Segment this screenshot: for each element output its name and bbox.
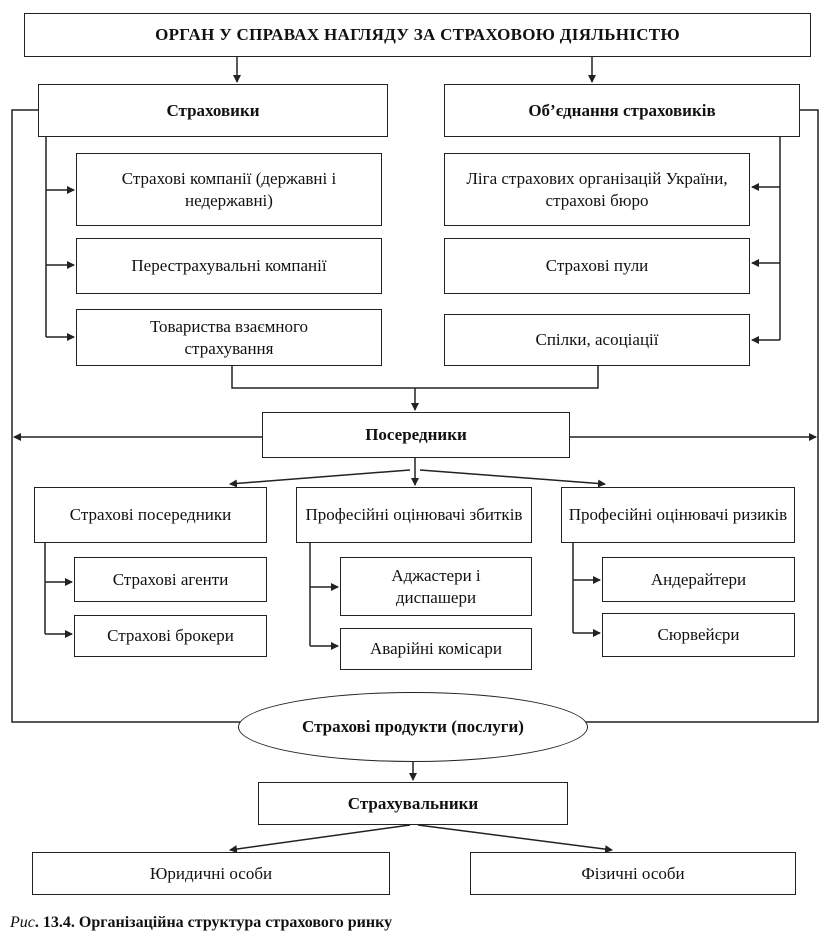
item-average-commissioners: Аварійні комісари bbox=[340, 628, 532, 670]
group-item-label: Страхові агенти bbox=[112, 569, 229, 589]
insurers-item-label: Товариства взаємного страхування bbox=[149, 316, 309, 358]
regulator-label: ОРГАН У СПРАВАХ НАГЛЯДУ ЗА СТРАХОВОЮ ДІЯ… bbox=[155, 25, 680, 44]
associations-item-pools: Страхові пули bbox=[444, 238, 750, 294]
individuals-box: Фізичні особи bbox=[470, 852, 796, 895]
caption-prefix: Рис bbox=[10, 914, 35, 931]
group-item-label: Аварійні комісари bbox=[370, 639, 502, 658]
figure-caption: Рис. 13.4. Організаційна структура страх… bbox=[10, 914, 392, 932]
group-title: Професійні оцінювачі збитків bbox=[305, 505, 523, 524]
products-label: Страхові продукти (послуги) bbox=[302, 717, 524, 736]
insurers-item-mutual: Товариства взаємного страхування bbox=[76, 309, 382, 366]
group-item-label: Аджастери і диспашери bbox=[391, 565, 481, 607]
policyholder-item-label: Фізичні особи bbox=[581, 863, 685, 883]
insurers-item-label: Перестрахувальні компанії bbox=[131, 256, 327, 275]
associations-item-label: Спілки, асоціації bbox=[535, 330, 659, 349]
insurers-item-companies: Страхові компанії (державні і недержавні… bbox=[76, 153, 382, 226]
group-item-label: Андерайтери bbox=[650, 569, 747, 589]
item-adjusters: Аджастери і диспашери bbox=[340, 557, 532, 616]
products-ellipse: Страхові продукти (послуги) bbox=[238, 692, 588, 762]
item-brokers: Страхові брокери bbox=[74, 615, 267, 657]
item-surveyors: Сюрвейєри bbox=[602, 613, 795, 657]
insurers-box: Страховики bbox=[38, 84, 388, 137]
item-agents: Страхові агенти bbox=[74, 557, 267, 602]
associations-item-unions: Спілки, асоціації bbox=[444, 314, 750, 366]
group-title: Професійні оцінювачі ризиків bbox=[568, 505, 788, 524]
caption-text: . 13.4. Організаційна структура страхово… bbox=[34, 914, 393, 931]
insurers-title: Страховики bbox=[166, 100, 260, 120]
group-loss-assessors: Професійні оцінювачі збитків bbox=[296, 487, 532, 543]
group-risk-assessors: Професійні оцінювачі ризиків bbox=[561, 487, 795, 543]
associations-title: Об’єднання страховиків bbox=[528, 100, 716, 120]
group-item-label: Страхові брокери bbox=[107, 626, 234, 645]
insurers-item-label: Страхові компанії (державні і недержавні… bbox=[121, 168, 337, 210]
intermediaries-box: Посередники bbox=[262, 412, 570, 458]
group-item-label: Сюрвейєри bbox=[657, 625, 740, 644]
item-underwriters: Андерайтери bbox=[602, 557, 795, 602]
policyholders-box: Страхувальники bbox=[258, 782, 568, 825]
associations-item-label: Ліга страхових організацій України, стра… bbox=[466, 168, 728, 210]
associations-item-league: Ліга страхових організацій України, стра… bbox=[444, 153, 750, 226]
group-insurance-intermediaries: Страхові посередники bbox=[34, 487, 267, 543]
policyholders-title: Страхувальники bbox=[347, 793, 479, 813]
insurers-item-reinsurance: Перестрахувальні компанії bbox=[76, 238, 382, 294]
intermediaries-title: Посередники bbox=[365, 425, 467, 444]
group-title: Страхові посередники bbox=[69, 505, 232, 524]
associations-box: Об’єднання страховиків bbox=[444, 84, 800, 137]
policyholder-item-label: Юридичні особи bbox=[149, 863, 273, 883]
regulator-box: ОРГАН У СПРАВАХ НАГЛЯДУ ЗА СТРАХОВОЮ ДІЯ… bbox=[24, 13, 811, 57]
legal-entities-box: Юридичні особи bbox=[32, 852, 390, 895]
associations-item-label: Страхові пули bbox=[545, 256, 649, 275]
